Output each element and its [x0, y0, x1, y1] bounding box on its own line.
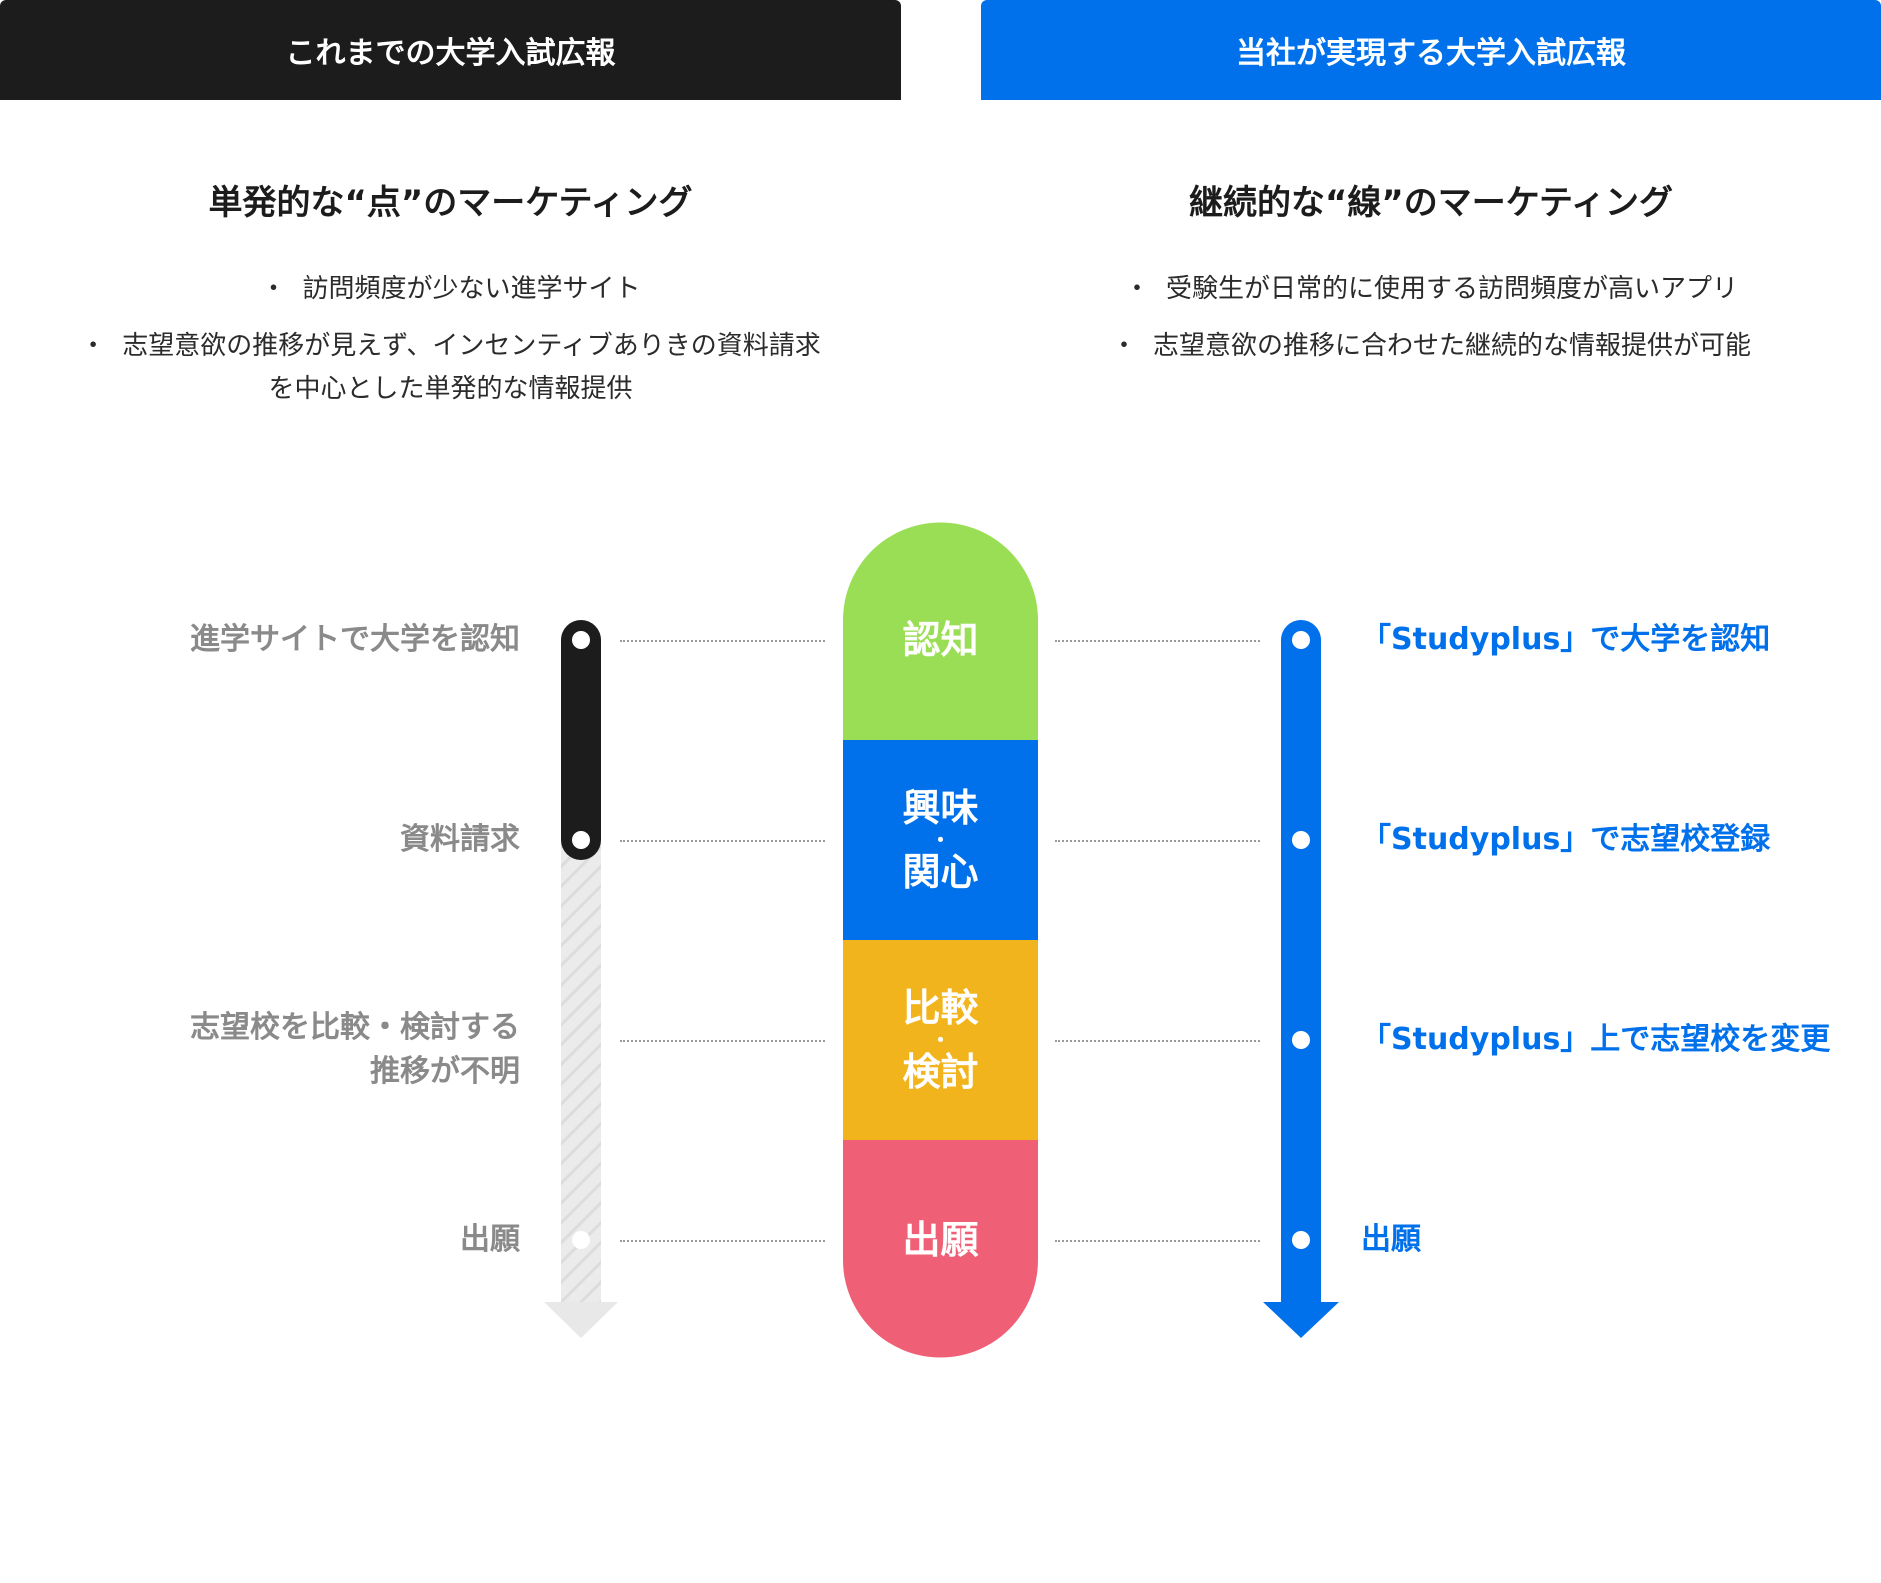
- connector-right-3: [1055, 1040, 1260, 1042]
- left-bullet-2-text: 志望意欲の推移が見えず、インセンティブありきの資料請求: [122, 331, 821, 361]
- bullet-marker: ・: [260, 274, 287, 304]
- right-step-1: 「Studyplus」で大学を認知: [1361, 622, 1771, 657]
- left-header: これまでの大学入試広報: [0, 0, 901, 100]
- connector-left-3: [620, 1040, 825, 1042]
- left-node-2: [572, 831, 590, 849]
- right-node-4: [1292, 1231, 1310, 1249]
- left-node-1: [572, 631, 590, 649]
- stage-cap-bottom: [843, 1140, 1038, 1358]
- stage-application: 出願: [843, 1140, 1038, 1340]
- right-heading: 継続的な“線”のマーケティング: [1189, 183, 1673, 223]
- left-bullet-list: ・訪問頻度が少ない進学サイト ・志望意欲の推移が見えず、インセンティブありきの資…: [0, 268, 901, 411]
- right-bullet-list: ・受験生が日常的に使用する訪問頻度が高いアプリ ・志望意欲の推移に合わせた継続的…: [981, 268, 1881, 368]
- right-step-3: 「Studyplus」上で志望校を変更: [1361, 1022, 1831, 1057]
- left-step-3-line-1: 志望校を比較・検討する: [190, 1010, 520, 1045]
- right-node-1: [1292, 631, 1310, 649]
- stage-interest-label-1: 興味: [902, 786, 979, 830]
- right-track-body: [1281, 660, 1321, 1305]
- left-step-2: 資料請求: [400, 822, 520, 857]
- left-dark-segment: [561, 620, 601, 860]
- left-arrow-head: [544, 1302, 618, 1338]
- stage-comparison-label-2: 検討: [902, 1050, 979, 1094]
- stage-comparison-separator: ・: [930, 1028, 951, 1052]
- stage-comparison-label-1: 比較: [902, 986, 979, 1030]
- left-step-4: 出願: [460, 1222, 520, 1257]
- stage-cap-top: [843, 522, 1038, 740]
- left-faded-track: [561, 840, 601, 1305]
- stage-interest-label-2: 関心: [902, 850, 979, 894]
- left-step-3: 志望校を比較・検討する 推移が不明: [190, 1006, 520, 1094]
- left-node-4: [572, 1231, 590, 1249]
- bullet-marker: ・: [80, 331, 107, 361]
- right-bullet-1: ・受験生が日常的に使用する訪問頻度が高いアプリ: [981, 268, 1881, 311]
- left-step-3-line-2: 推移が不明: [370, 1054, 520, 1089]
- right-bullet-2-text: 志望意欲の推移に合わせた継続的な情報提供が可能: [1153, 331, 1752, 361]
- stage-awareness-label: 認知: [902, 618, 979, 662]
- connector-right-4: [1055, 1240, 1260, 1242]
- stage-interest-separator: ・: [930, 828, 951, 852]
- connector-left-1: [620, 640, 825, 642]
- left-step-1: 進学サイトで大学を認知: [190, 622, 520, 657]
- right-step-2: 「Studyplus」で志望校登録: [1361, 822, 1771, 857]
- left-column: 単発的な“点”のマーケティング ・訪問頻度が少ない進学サイト ・志望意欲の推移が…: [0, 175, 901, 425]
- right-header-title: 当社が実現する大学入試広報: [1236, 36, 1626, 71]
- left-bullet-1: ・訪問頻度が少ない進学サイト: [0, 268, 901, 311]
- stage-awareness: 認知: [843, 540, 1038, 740]
- right-step-4: 出願: [1361, 1222, 1421, 1257]
- stage-comparison: 比較 ・ 検討: [843, 940, 1038, 1140]
- left-header-title: これまでの大学入試広報: [285, 36, 616, 71]
- left-bullet-1-text: 訪問頻度が少ない進学サイト: [302, 274, 641, 304]
- bullet-marker: ・: [1123, 274, 1150, 304]
- right-node-2: [1292, 831, 1310, 849]
- stage-interest: 興味 ・ 関心: [843, 740, 1038, 940]
- connector-left-2: [620, 840, 825, 842]
- right-node-3: [1292, 1031, 1310, 1049]
- right-bullet-2: ・志望意欲の推移に合わせた継続的な情報提供が可能: [981, 325, 1881, 368]
- left-heading: 単発的な“点”のマーケティング: [208, 183, 693, 223]
- connector-right-1: [1055, 640, 1260, 642]
- right-header: 当社が実現する大学入試広報: [981, 0, 1881, 100]
- bullet-marker: ・: [1110, 331, 1137, 361]
- right-bullet-1-text: 受験生が日常的に使用する訪問頻度が高いアプリ: [1166, 274, 1739, 304]
- connector-left-4: [620, 1240, 825, 1242]
- right-column: 継続的な“線”のマーケティング ・受験生が日常的に使用する訪問頻度が高いアプリ …: [981, 175, 1881, 382]
- left-bullet-2-continuation: を中心とした単発的な情報提供: [268, 374, 633, 404]
- left-bullet-2: ・志望意欲の推移が見えず、インセンティブありきの資料請求を中心とした単発的な情報…: [0, 325, 901, 411]
- connector-right-2: [1055, 840, 1260, 842]
- right-arrow-head: [1263, 1302, 1339, 1338]
- stage-application-label: 出願: [902, 1218, 979, 1262]
